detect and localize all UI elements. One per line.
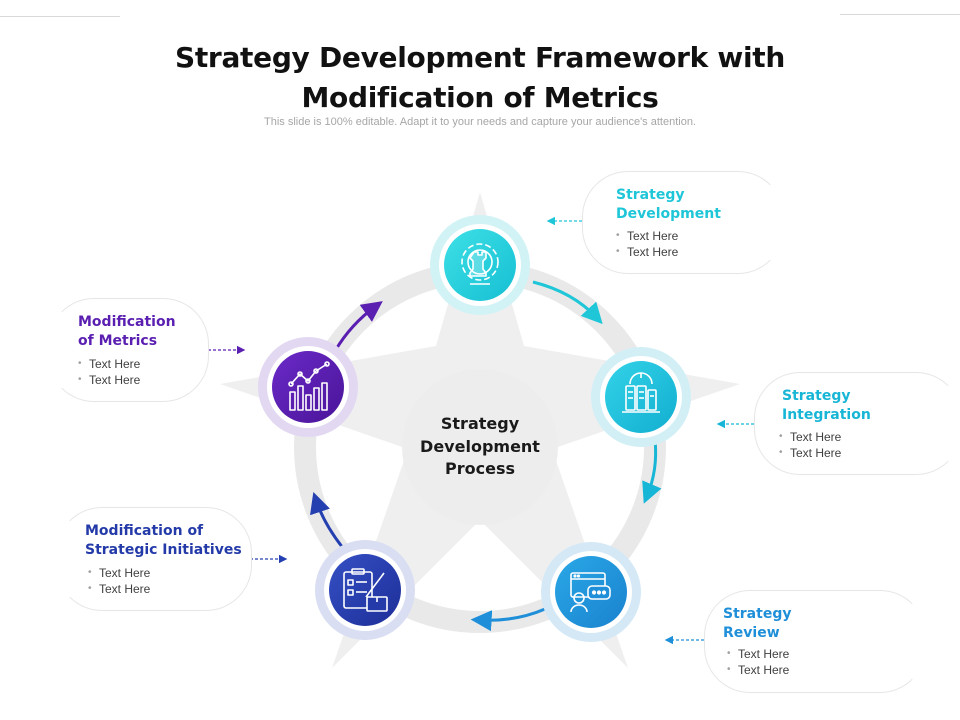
card-strategy-development-bullets: Text Here Text Here	[616, 228, 678, 260]
node-modification-of-strategic-initiatives	[315, 540, 415, 640]
node-modification-of-metrics	[258, 337, 358, 437]
page-title: Strategy Development Framework with Modi…	[0, 38, 960, 118]
bullet-item: Text Here	[727, 662, 789, 678]
card-modification-of-strategic-initiatives-bullets: Text Here Text Here	[88, 565, 150, 597]
center-circle	[402, 369, 558, 525]
card-title-line: of Metrics	[78, 333, 158, 349]
card-modification-of-strategic-initiatives	[56, 507, 252, 611]
chat-review-icon	[570, 572, 611, 613]
card-strategy-review-bullets: Text Here Text Here	[727, 646, 789, 678]
page-title-line-2: Modification of Metrics	[301, 81, 659, 114]
bullet-item: Text Here	[88, 581, 150, 597]
top-left-rule	[0, 16, 120, 17]
card-strategy-integration-title: Strategy Integration	[782, 387, 871, 425]
card-title-line: Modification of	[85, 523, 204, 539]
bullet-item: Text Here	[616, 228, 678, 244]
card-title-line: Strategy	[723, 606, 792, 622]
card-modification-of-metrics-title: Modification of Metrics	[78, 313, 176, 351]
card-title-line: Modification	[78, 314, 176, 330]
bullet-item: Text Here	[78, 372, 140, 388]
center-label-line-2: Development	[420, 436, 540, 456]
card-strategy-review-title: Strategy Review	[723, 605, 791, 643]
center-label: Strategy Development Process	[405, 413, 555, 481]
card-title-line: Development	[616, 206, 721, 222]
card-title-line: Integration	[782, 407, 871, 423]
card-title-line: Strategy	[616, 187, 685, 203]
top-right-rule	[840, 14, 960, 15]
center-label-line-1: Strategy	[440, 414, 520, 433]
flow-arrow-review-to-initiatives	[470, 607, 546, 632]
chess-gear-icon	[461, 243, 499, 285]
flow-arrow-metrics-to-development	[333, 301, 383, 352]
bullet-item: Text Here	[727, 646, 789, 662]
page-subtitle: This slide is 100% editable. Adapt it to…	[264, 116, 696, 128]
bullet-item: Text Here	[616, 244, 678, 260]
growth-chart-icon	[288, 361, 330, 411]
bullet-item: Text Here	[779, 429, 841, 445]
card-title-line: Strategic Initiatives	[85, 542, 242, 558]
page-title-line-1: Strategy Development Framework with	[174, 41, 786, 74]
bullet-item: Text Here	[88, 565, 150, 581]
card-title-line: Strategy	[782, 388, 851, 404]
checklist-pencil-icon	[343, 568, 388, 612]
node-strategy-development	[430, 215, 530, 315]
card-title-line: Review	[723, 625, 780, 641]
center-label-line-3: Process	[445, 459, 515, 478]
card-strategy-development-title: Strategy Development	[616, 186, 721, 224]
flow-arrow-initiatives-to-metrics	[310, 492, 345, 549]
bullet-item: Text Here	[78, 356, 140, 372]
card-modification-of-metrics	[48, 298, 209, 402]
server-network-icon	[622, 372, 660, 413]
node-strategy-integration	[591, 347, 691, 447]
bullet-item: Text Here	[779, 445, 841, 461]
card-modification-of-strategic-initiatives-title: Modification of Strategic Initiatives	[85, 522, 242, 560]
node-strategy-review	[541, 542, 641, 642]
flow-arrow-development-to-integration	[532, 280, 603, 325]
flow-arrow-integration-to-review	[642, 439, 662, 504]
card-strategy-integration-bullets: Text Here Text Here	[779, 429, 841, 461]
card-modification-of-metrics-bullets: Text Here Text Here	[78, 356, 140, 388]
